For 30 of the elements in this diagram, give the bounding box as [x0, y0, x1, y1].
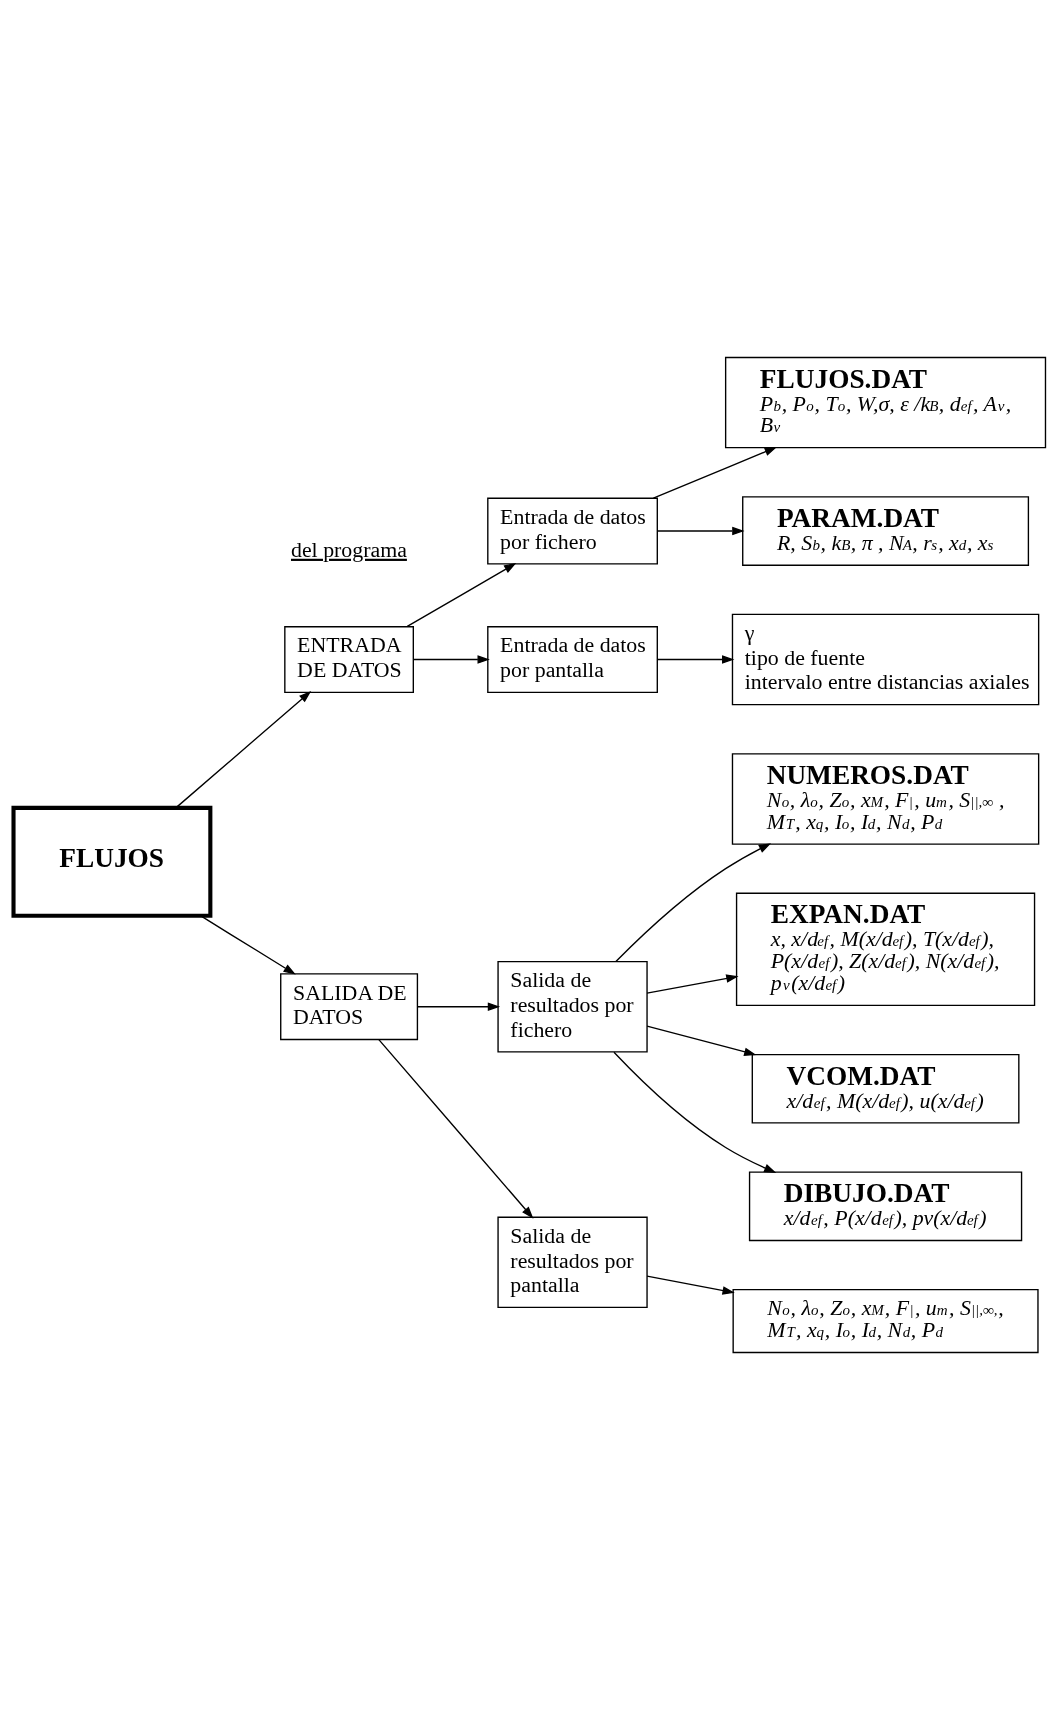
arrow	[615, 843, 772, 963]
node-box: NUMEROS.DAT No, λo, Zo, xM, F|, um, S||,∞ , MT, xq, Io, Id, Nd, Pd	[731, 753, 1040, 845]
node-box: ENTRADA DE DATOS	[284, 626, 414, 694]
arrow	[613, 1051, 777, 1173]
arrow	[646, 1025, 757, 1056]
node-box: FLUJOS	[11, 805, 213, 918]
arrow	[417, 1002, 501, 1012]
node-box: Entrada de datos por pantalla	[487, 626, 658, 694]
label: del programa	[290, 537, 407, 562]
arrow	[652, 446, 777, 499]
arrow	[646, 974, 739, 994]
arrow	[646, 1275, 735, 1295]
arrow	[175, 691, 312, 809]
node-box: Salida de resultados por pantalla	[497, 1216, 648, 1309]
arrow	[413, 655, 490, 664]
node-box: VCOM.DAT x/def, M(x/def), u(x/def)	[751, 1053, 1020, 1124]
arrow	[656, 655, 735, 664]
node-box: No, λo, Zo, xM, F|, um, S||,∞,, MT, xq, Io, Id, Nd, Pd	[732, 1288, 1039, 1354]
node-box: FLUJOS.DAT Pb, Po, To, W,σ, ε /kB, def, Av, Bv	[724, 356, 1047, 449]
node-box: DIBUJO.DAT x/def, P(x/def), pv(x/def)	[748, 1171, 1023, 1242]
node-box: Salida de resultados por fichero	[497, 960, 648, 1053]
node-box: Entrada de datos por fichero	[487, 497, 658, 565]
arrow	[200, 915, 296, 975]
arrow	[406, 563, 517, 628]
node-box: SALIDA DE DATOS	[280, 973, 419, 1041]
arrow	[656, 526, 745, 536]
node-box: EXPAN.DAT x, x/def, M(x/def), T(x/def), P(x/def), Z(x/def), N(x/def), pv(x/def)	[735, 892, 1036, 1007]
arrow	[378, 1038, 534, 1219]
node-box: γ tipo de fuente intervalo entre distancias axiales	[731, 613, 1040, 706]
node-box: PARAM.DAT R, Sb, kB, π , NA, rs, xd, xs	[742, 496, 1030, 566]
